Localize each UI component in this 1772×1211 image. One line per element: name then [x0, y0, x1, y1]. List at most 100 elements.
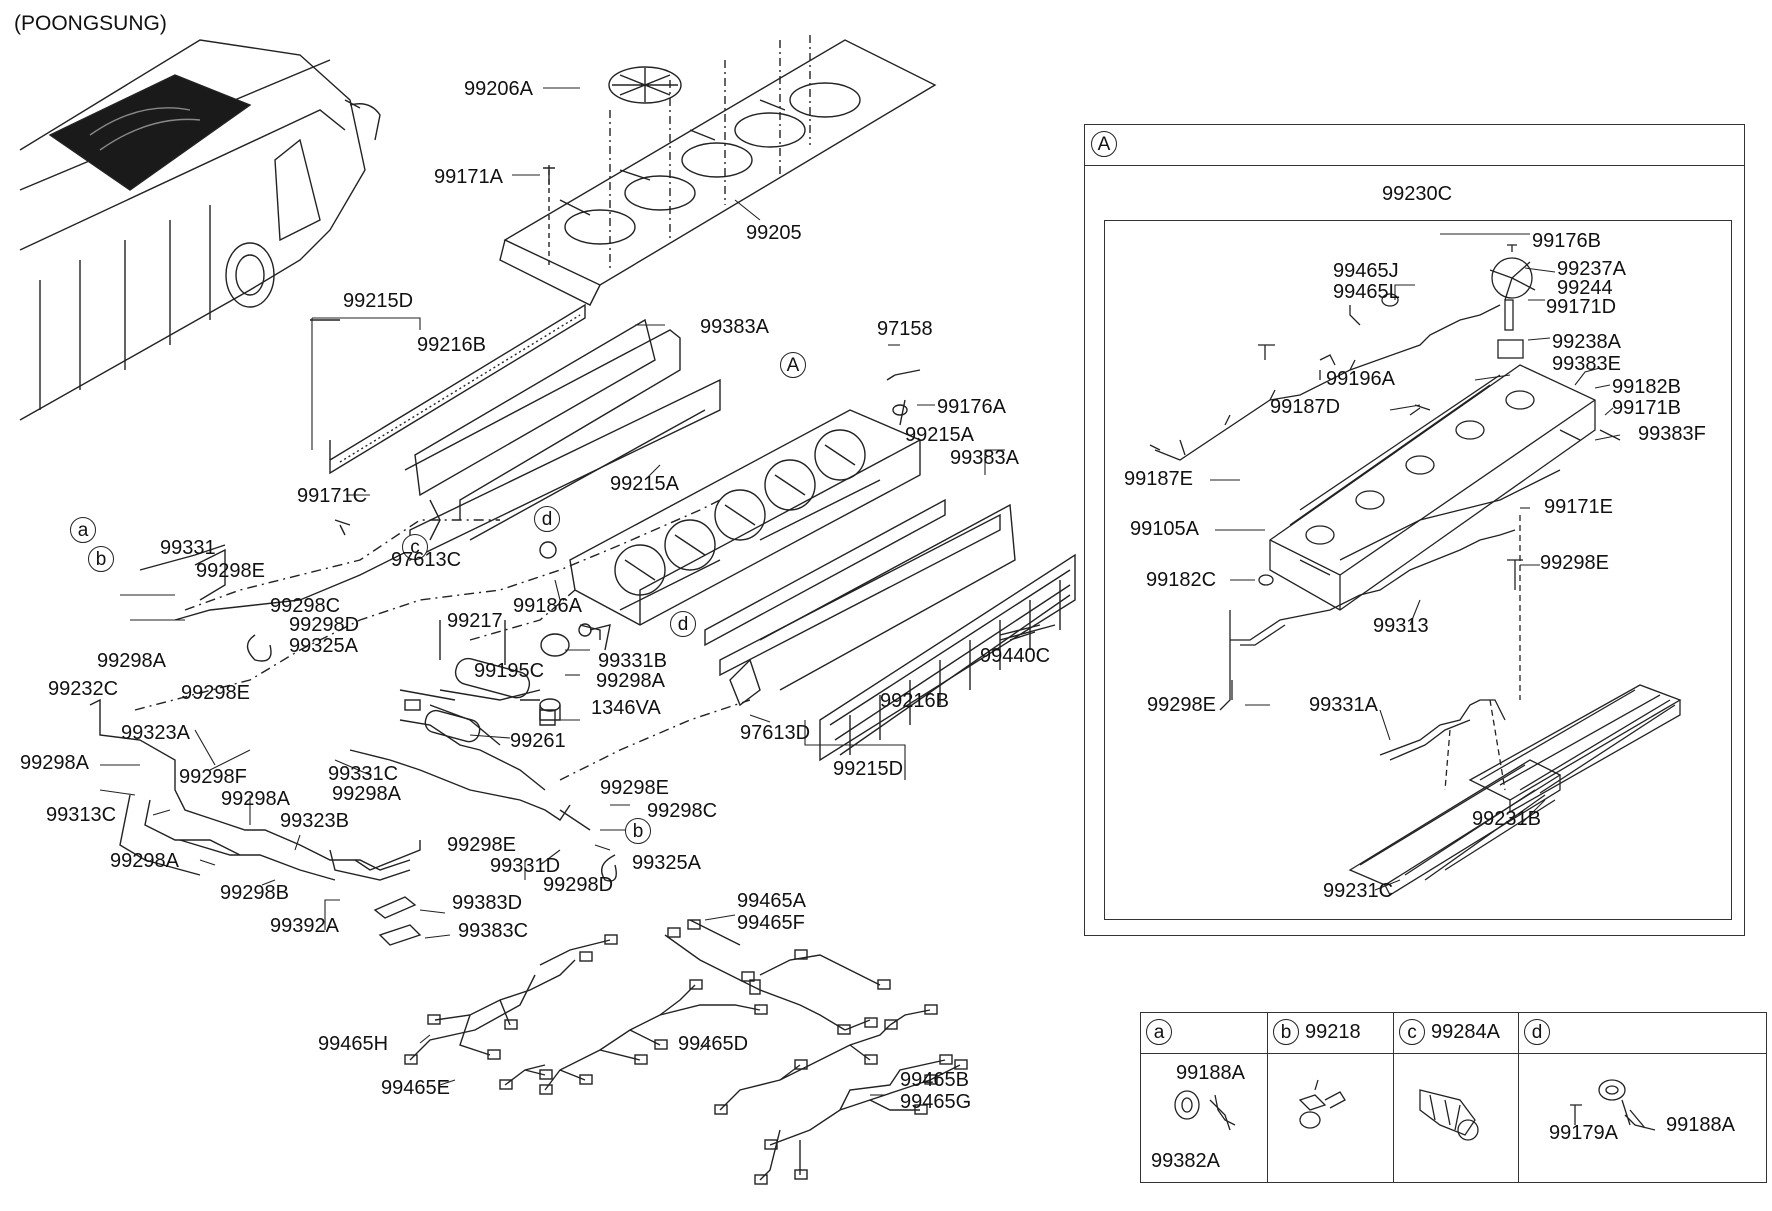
- part-label: 99465D: [678, 1033, 749, 1055]
- part-label: 99298E: [447, 834, 516, 856]
- part-label: 99196A: [1326, 368, 1395, 390]
- part-label: 99465B: [900, 1069, 969, 1091]
- mounting-plate: [499, 35, 937, 306]
- part-label: 99298A: [332, 783, 401, 805]
- part-label: 99331B: [598, 650, 667, 672]
- part-label: 99383C: [458, 920, 529, 942]
- part-label: 99298E: [196, 560, 265, 582]
- part-label: 99298A: [110, 850, 179, 872]
- callout-A-main: A: [780, 352, 806, 378]
- legend-col-divider: [1518, 1012, 1519, 1183]
- refrigerant-piping: [89, 499, 751, 881]
- part-label: 1346VA: [591, 697, 661, 719]
- legend-callout-b: b: [1273, 1019, 1299, 1045]
- part-label: 99186A: [513, 595, 582, 617]
- part-label: 99298A: [97, 650, 166, 672]
- legend-col-divider: [1393, 1012, 1394, 1183]
- legend-callout-a: a: [1146, 1019, 1172, 1045]
- legend-d-part2: 99188A: [1666, 1114, 1735, 1136]
- part-label: 97613D: [740, 722, 811, 744]
- left-cover-assembly: [310, 303, 721, 562]
- part-label: 99171E: [1544, 496, 1613, 518]
- legend-col-divider: [1267, 1012, 1268, 1183]
- part-label: 99331: [160, 537, 216, 559]
- callout-a-left: a: [70, 517, 96, 543]
- part-label: 99465A: [737, 890, 806, 912]
- fan-module: [569, 409, 921, 626]
- part-label: 99383A: [700, 316, 769, 338]
- part-label: 99231C: [1323, 880, 1394, 902]
- leader-lines: [99, 87, 1005, 1096]
- part-label: 99465E: [381, 1077, 450, 1099]
- part-label: 99298E: [1147, 694, 1216, 716]
- part-label: 99217: [447, 610, 503, 632]
- legend-c-part: 99284A: [1431, 1021, 1500, 1043]
- gaskets: [373, 896, 422, 946]
- part-label: 99215A: [905, 424, 974, 446]
- part-label: 97158: [877, 318, 933, 340]
- part-label: 99298D: [543, 874, 614, 896]
- part-label: 99237A: [1557, 258, 1626, 280]
- callout-c: c: [402, 534, 428, 560]
- part-label: 99171D: [1546, 296, 1617, 318]
- part-label: 99215D: [343, 290, 414, 312]
- part-label: 99465L: [1333, 281, 1400, 303]
- part-label: 99323B: [280, 810, 349, 832]
- legend-callout-c: c: [1399, 1019, 1425, 1045]
- part-label: 99331A: [1309, 694, 1378, 716]
- part-label: 99323A: [121, 722, 190, 744]
- part-label: 99383F: [1638, 423, 1706, 445]
- part-label: 99171C: [297, 485, 368, 507]
- bus-illustration: [19, 39, 381, 421]
- part-label: 99440C: [980, 645, 1051, 667]
- part-label: 99216B: [880, 690, 949, 712]
- part-label: 99171B: [1612, 397, 1681, 419]
- variant-label: (POONGSUNG): [14, 12, 167, 35]
- part-label: 99232C: [48, 678, 119, 700]
- detail-A-leaders: [1210, 233, 1621, 891]
- part-label: 99176A: [937, 396, 1006, 418]
- legend-header-row: [1140, 1012, 1767, 1054]
- part-label: 99206A: [464, 78, 533, 100]
- detail-A-inner-frame: [1104, 220, 1732, 920]
- part-label: 99298D: [289, 614, 360, 636]
- part-label: 99244: [1557, 277, 1613, 299]
- part-label: 99465F: [737, 912, 805, 934]
- legend-sketches: [1174, 1079, 1656, 1141]
- part-label: 99331C: [328, 763, 399, 785]
- legend-b-part: 99218: [1305, 1021, 1361, 1043]
- detail-A-header-divider: [1084, 124, 1745, 166]
- part-label: 99298B: [220, 882, 289, 904]
- part-label: 99298C: [270, 595, 341, 617]
- wiring-harnesses: [404, 919, 968, 1185]
- part-label: 99383E: [1552, 353, 1621, 375]
- part-label: 99313: [1373, 615, 1429, 637]
- part-label: 99298A: [596, 670, 665, 692]
- legend-d-part1: 99179A: [1549, 1122, 1618, 1144]
- callout-A-detail: A: [1091, 131, 1117, 157]
- legend-a-part1: 99188A: [1176, 1062, 1245, 1084]
- part-label: 99215A: [610, 473, 679, 495]
- part-label: 99216B: [417, 334, 486, 356]
- roof-unit: [48, 74, 252, 191]
- part-label: 99215D: [833, 758, 904, 780]
- part-label: 99187E: [1124, 468, 1193, 490]
- part-label: 99392A: [270, 915, 339, 937]
- part-label: 99195C: [474, 660, 545, 682]
- callout-b-left: b: [88, 546, 114, 572]
- part-label: 99325A: [632, 852, 701, 874]
- part-label: 99176B: [1532, 230, 1601, 252]
- part-label: 99182B: [1612, 376, 1681, 398]
- part-label: 99383D: [452, 892, 523, 914]
- part-label: 99238A: [1552, 331, 1621, 353]
- part-label: 99105A: [1130, 518, 1199, 540]
- detail-A-drawing: [1149, 244, 1682, 896]
- callout-d-right: d: [670, 611, 696, 637]
- part-label: 99171A: [434, 166, 503, 188]
- callout-d-top: d: [534, 506, 560, 532]
- part-label: 97613C: [391, 549, 462, 571]
- part-label: 99187D: [1270, 396, 1341, 418]
- part-label: 99231B: [1472, 808, 1541, 830]
- right-cover-assembly: [704, 498, 1076, 762]
- part-label: 99465J: [1333, 260, 1399, 282]
